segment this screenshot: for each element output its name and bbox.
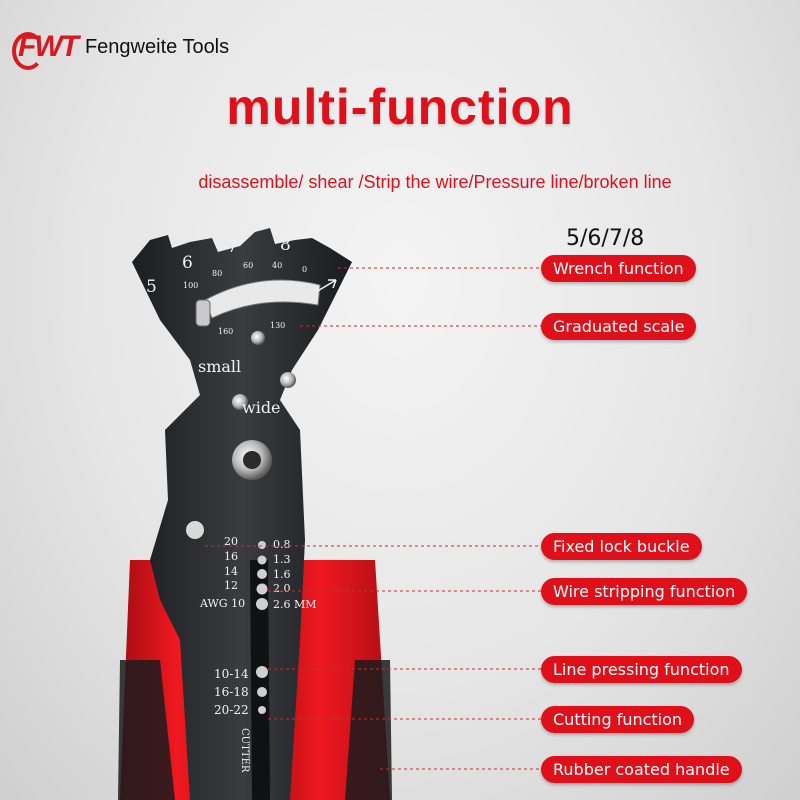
- subline: disassemble/ shear /Strip the wire/Press…: [198, 172, 672, 192]
- wrench-sizes-caption: 5/6/7/8: [566, 226, 645, 251]
- awg-12: 12: [224, 579, 238, 592]
- callout-fixed-lock-buckle: Fixed lock buckle: [541, 533, 702, 560]
- callout-rubber-handle: Rubber coated handle: [541, 756, 742, 783]
- wrench-size-5: 5: [146, 277, 157, 297]
- lock-buckle-hole: [186, 521, 204, 539]
- scale-label-80: 80: [212, 269, 222, 278]
- brand-logo: FWT Fengweite Tools: [12, 30, 230, 70]
- mm-2-0: 2.0: [273, 582, 291, 595]
- wrench-size-7: 7: [227, 237, 238, 257]
- mm-1-3: 1.3: [273, 553, 291, 566]
- headline: multi-function: [226, 79, 574, 135]
- brand-name: Fengweite Tools: [84, 35, 230, 58]
- crimp-notches: [256, 666, 268, 714]
- pivot-bolt-center: [243, 451, 261, 469]
- left-handle-grip: [118, 660, 175, 800]
- scale-slider: [195, 299, 211, 327]
- callout-cutting: Cutting function: [541, 706, 695, 733]
- scale-label-160: 160: [218, 327, 233, 336]
- callout-wire-stripping: Wire stripping function: [541, 578, 748, 605]
- mm-2-6: 2.6 MM: [273, 598, 317, 611]
- callout-line-pressing: Line pressing function: [541, 656, 742, 683]
- crimp-16-18: 16-18: [214, 685, 249, 699]
- scale-arrow-icon: [315, 279, 337, 293]
- jaw-split: [250, 560, 270, 800]
- crimp-10-14: 10-14: [214, 667, 249, 681]
- wrench-size-6: 6: [182, 253, 193, 273]
- awg-16: 16: [224, 550, 238, 563]
- post-small-1: [251, 331, 265, 345]
- scale-window: [204, 279, 321, 319]
- scale-label-60: 60: [243, 261, 253, 270]
- scale-label-0: 0: [302, 265, 307, 274]
- wrench-size-8: 8: [280, 235, 291, 255]
- right-handle-grip: [345, 660, 392, 800]
- scale-label-100: 100: [183, 281, 198, 290]
- awg-20: 20: [224, 535, 238, 548]
- logo-swoosh-icon: [12, 32, 44, 70]
- callout-graduated-scale: Graduated scale: [541, 313, 697, 340]
- label-small: small: [198, 357, 241, 376]
- cutter-label: CUTTER: [239, 728, 250, 773]
- tool-body: [132, 228, 352, 800]
- post-wide: [232, 394, 248, 410]
- callout-leaders: [205, 267, 546, 770]
- scale-label-130: 130: [270, 321, 285, 330]
- brand-mark: FWT: [12, 30, 79, 70]
- callout-wrench-function: Wrench function: [541, 255, 696, 282]
- awg-14: 14: [224, 565, 238, 578]
- post-small-2: [280, 372, 296, 388]
- crimp-20-22: 20-22: [214, 703, 249, 717]
- mm-1-6: 1.6: [273, 568, 291, 581]
- label-wide: wide: [242, 398, 281, 417]
- mm-0-8: 0.8: [273, 538, 291, 551]
- awg-10: AWG 10: [199, 597, 245, 610]
- stripping-holes: [256, 541, 268, 610]
- scale-label-40: 40: [272, 261, 282, 270]
